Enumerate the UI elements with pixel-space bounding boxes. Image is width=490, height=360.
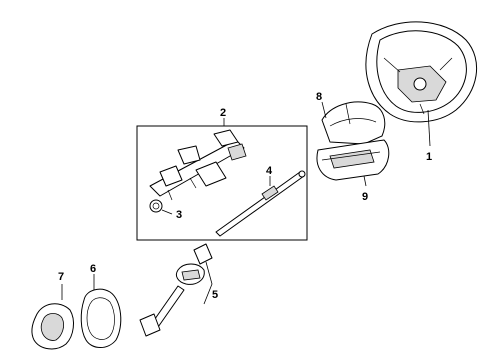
lower-shaft [139, 243, 213, 337]
callout-3: 3 [176, 209, 182, 221]
steering-column [149, 129, 247, 213]
callout-8: 8 [316, 91, 322, 103]
dust-cover [31, 303, 74, 350]
column-cover-upper [321, 101, 386, 145]
steering-wheel [365, 21, 478, 123]
boot-seal [80, 288, 122, 348]
intermediate-shaft [215, 170, 306, 237]
callout-1: 1 [426, 151, 432, 163]
callout-6: 6 [90, 263, 96, 275]
callout-7: 7 [58, 271, 64, 283]
callout-4: 4 [266, 165, 273, 177]
column-assembly-frame [136, 125, 308, 241]
callout-2: 2 [220, 107, 226, 119]
callout-9: 9 [362, 191, 368, 203]
callout-5: 5 [212, 289, 218, 301]
column-cover-lower [316, 139, 390, 181]
